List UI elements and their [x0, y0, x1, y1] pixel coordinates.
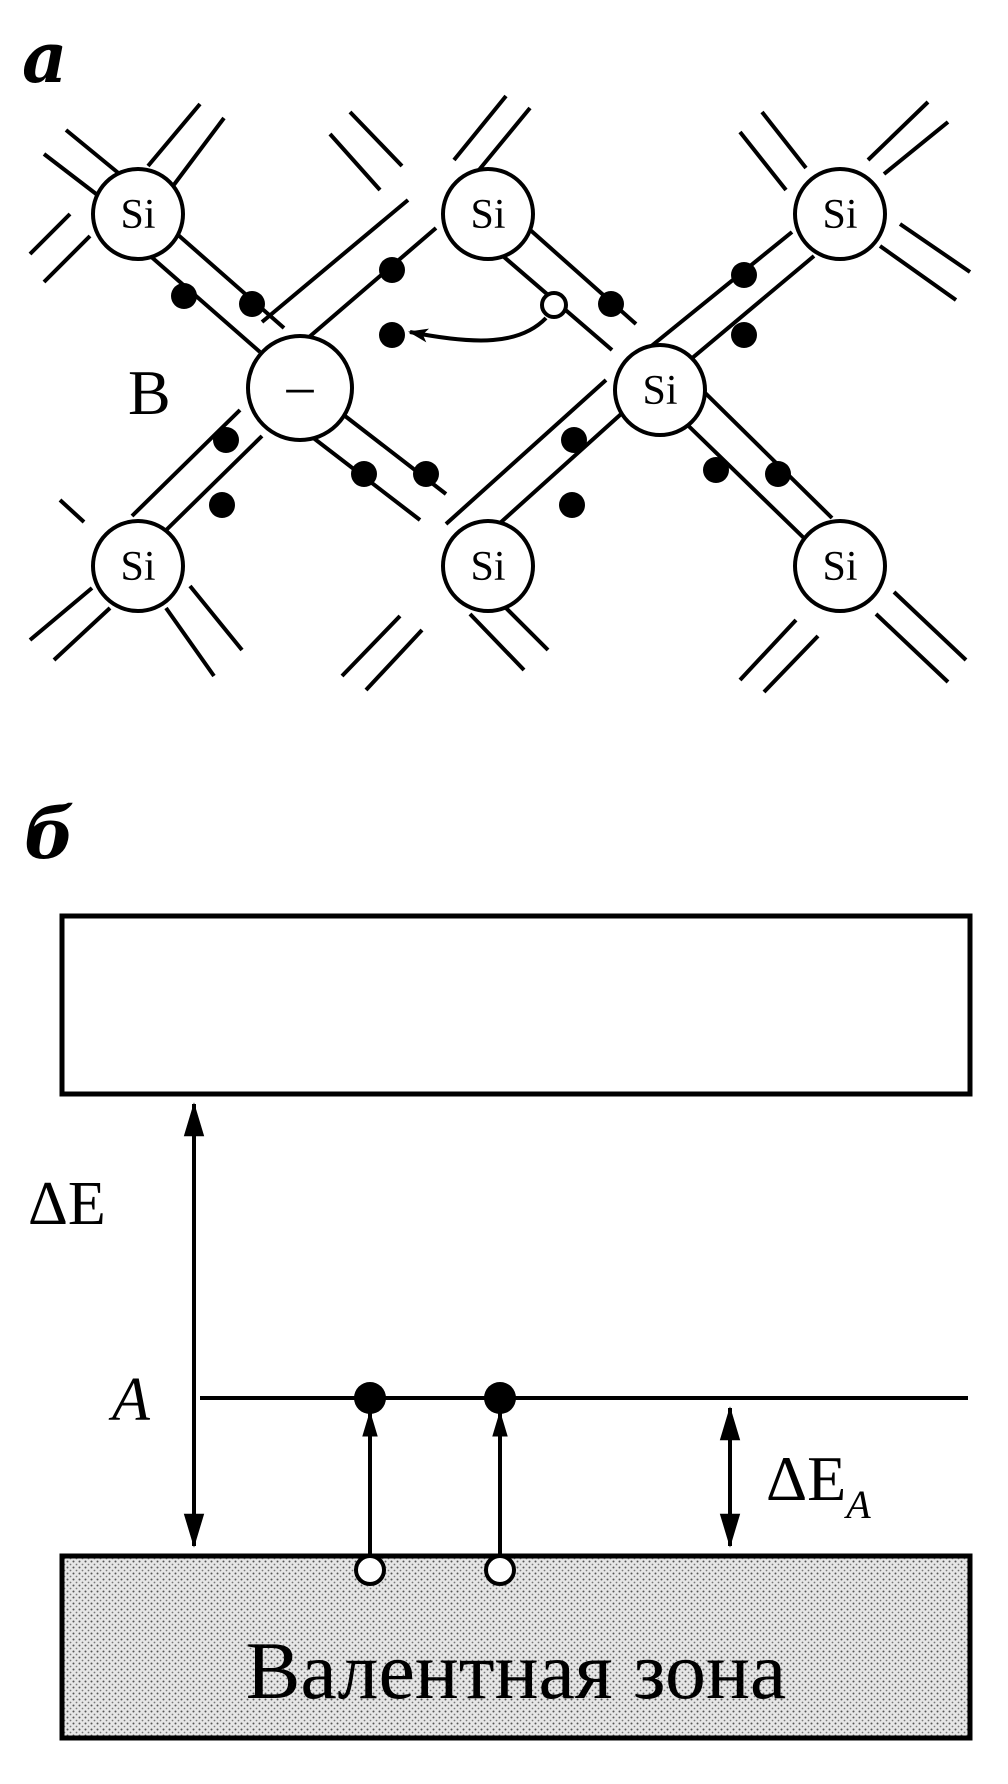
svg-text:Si: Si [120, 544, 155, 590]
electron [765, 461, 791, 487]
captured-electron [484, 1382, 516, 1414]
svg-text:Si: Si [470, 192, 505, 238]
electron [731, 322, 757, 348]
acceptor-transition [354, 1382, 386, 1586]
bond-electrons [171, 257, 791, 518]
svg-text:Si: Si [120, 192, 155, 238]
electron [351, 461, 377, 487]
svg-text:Si: Si [822, 192, 857, 238]
panel-b-label: б [24, 792, 75, 875]
conduction-band [59, 913, 973, 1097]
band-gap-label: ΔE [28, 1170, 106, 1238]
valence-band [59, 1553, 973, 1741]
electron-transfer-arrow [408, 316, 548, 343]
si-atom: Si [613, 343, 707, 437]
electron [379, 322, 405, 348]
valence-hole [354, 1554, 386, 1586]
acceptor-level-label: A [108, 1366, 151, 1434]
si-atom: Si [91, 167, 185, 261]
si-atom: Si [441, 167, 535, 261]
valence-hole [484, 1554, 516, 1586]
panel-a: а [22, 16, 972, 694]
hole [540, 291, 568, 319]
electron [731, 262, 757, 288]
electron [561, 427, 587, 453]
electron [213, 427, 239, 453]
electron [598, 291, 624, 317]
svg-text:Si: Si [642, 368, 677, 414]
electron [413, 461, 439, 487]
silicon-atoms: Si Si Si Si Si Si [91, 167, 887, 613]
electron [703, 457, 729, 483]
electron [559, 492, 585, 518]
electron [209, 492, 235, 518]
boron-charge: – [286, 356, 315, 416]
acceptor-transition [484, 1382, 516, 1586]
acceptor-gap-label: ΔEA [766, 1443, 871, 1527]
panel-a-label: а [22, 16, 67, 99]
electron [239, 291, 265, 317]
electron [379, 257, 405, 283]
si-atom: Si [793, 519, 887, 613]
svg-text:Si: Si [470, 544, 505, 590]
captured-electron [354, 1382, 386, 1414]
si-atom: Si [441, 519, 535, 613]
valence-band-label: Валентная зона [246, 1625, 787, 1716]
boron-label: B [128, 357, 171, 428]
electron [171, 283, 197, 309]
si-atom: Si [793, 167, 887, 261]
panel-b: б Валентная зона ΔE A ΔEA [24, 792, 973, 1741]
svg-text:Si: Si [822, 544, 857, 590]
si-atom: Si [91, 519, 185, 613]
boron-atom: – [246, 334, 354, 442]
